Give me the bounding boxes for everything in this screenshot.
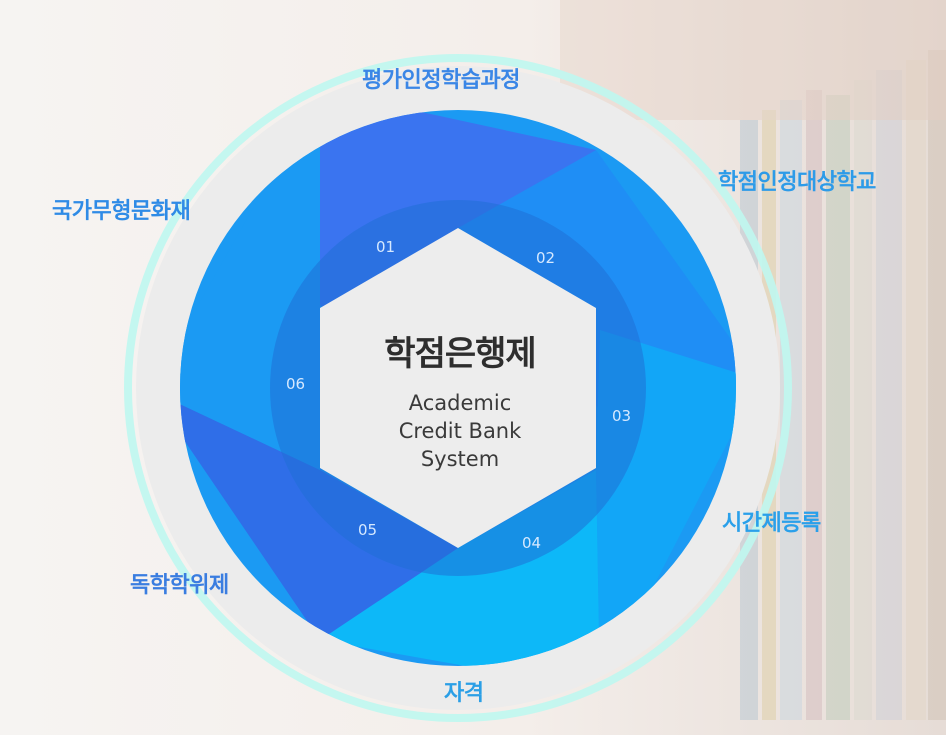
segment-label-03: 시간제등록 — [722, 511, 821, 536]
segment-number-04: 04 — [522, 534, 542, 552]
center-subtitle: Academic Credit Bank System — [398, 391, 522, 471]
segment-number-03: 03 — [612, 407, 632, 425]
segment-label-06: 국가무형문화재 — [52, 199, 191, 224]
segment-label-01: 평가인정학습과정 — [362, 68, 520, 93]
outer-glow-ring — [124, 54, 792, 722]
segment-number-06: 06 — [286, 375, 306, 393]
segment-label-02: 학점인정대상학교 — [718, 170, 876, 195]
center-hexagon — [320, 228, 596, 548]
segment-label-05: 독학학위제 — [130, 573, 229, 598]
segment-number-01: 01 — [376, 238, 396, 256]
segment-number-02: 02 — [536, 249, 556, 267]
segment-number-05: 05 — [358, 521, 378, 539]
center-title: 학점은행제 — [384, 334, 536, 374]
segment-label-04: 자격 — [444, 681, 484, 706]
segment-05 — [180, 390, 458, 640]
